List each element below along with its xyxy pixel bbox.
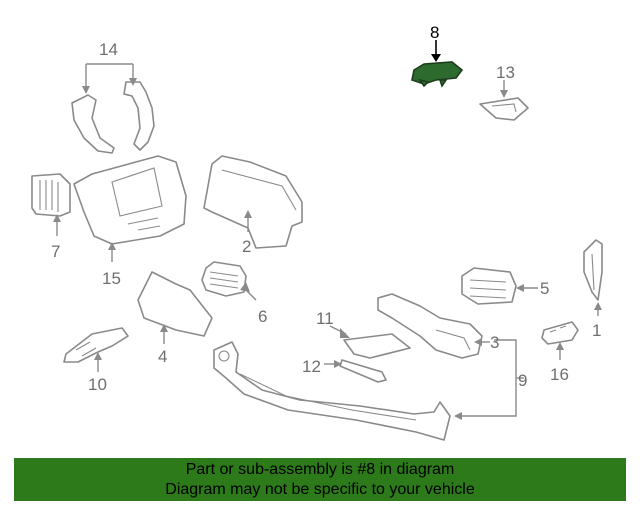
part-16-switch[interactable] [541,321,579,345]
part-10-bracket[interactable] [63,327,129,363]
banner-line-1: Part or sub-assembly is #8 in diagram [185,461,455,478]
part-6-center-vent[interactable] [201,261,247,297]
callout-15: 15 [102,269,121,288]
callout-7: 7 [51,242,60,261]
part-8-highlighted[interactable] [411,61,464,88]
callout-5: 5 [540,279,549,298]
info-banner: Part or sub-assembly is #8 in diagram Di… [14,458,626,501]
callout-12: 12 [302,357,321,376]
callout-14: 14 [99,40,118,59]
callout-16: 16 [550,365,569,384]
callout-6: 6 [258,307,267,326]
callout-4: 4 [158,347,167,366]
part-13-small-trim[interactable] [479,97,529,121]
callout-10: 10 [88,375,107,394]
callout-11: 11 [316,309,334,328]
callout-1: 1 [592,321,601,340]
callout-8: 8 [430,23,439,42]
callout-9: 9 [518,371,527,390]
part-9-lower-dash-trim[interactable] [213,341,451,441]
parts-diagram: 14 7 15 2 8 13 6 [31,23,603,441]
part-11-panel[interactable] [343,333,411,359]
part-3-console-section[interactable] [377,293,483,359]
part-1-tall-trim[interactable] [583,239,603,301]
part-7-side-vent[interactable] [31,173,71,217]
part-15-center-bezel[interactable] [73,155,187,245]
part-2-cluster-hood[interactable] [203,155,303,249]
callout-13: 13 [496,63,515,82]
banner-line-2: Diagram may not be specific to your vehi… [165,481,475,498]
part-5-right-vent[interactable] [461,267,517,305]
part-12-strip[interactable] [339,359,387,383]
callout-2: 2 [242,237,251,256]
part-14-trim-panels[interactable] [71,81,155,154]
part-4-lower-panel[interactable] [137,271,213,337]
callout-3: 3 [490,333,499,352]
